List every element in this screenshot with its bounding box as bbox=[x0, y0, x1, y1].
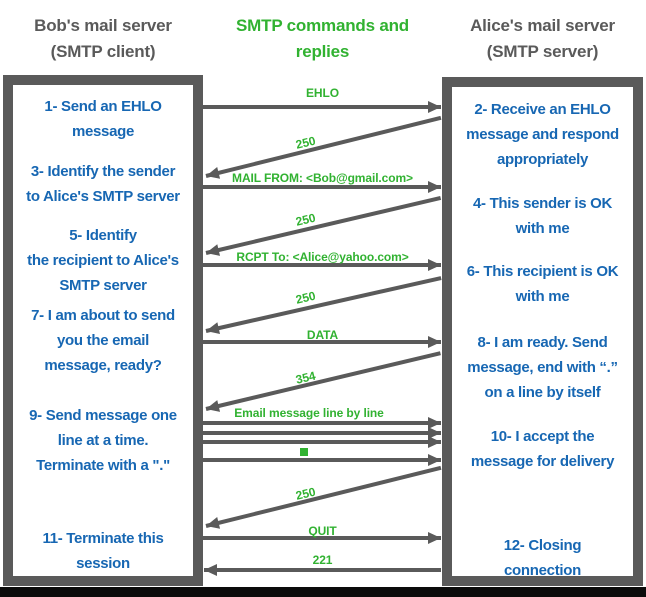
arrow-email-line-1 bbox=[203, 417, 441, 429]
arrow-mail-from-request bbox=[203, 181, 441, 193]
client-step-7: 7- I am about to send you the email mess… bbox=[31, 307, 175, 374]
bottom-border-bar bbox=[0, 587, 646, 597]
arrow-354-reply bbox=[205, 351, 441, 411]
arrow-email-line-2 bbox=[203, 427, 441, 439]
arrow-data-request bbox=[203, 336, 441, 348]
arrow-250-reply-2 bbox=[205, 196, 442, 255]
client-step-9: 9- Send message one line at a time. Term… bbox=[29, 407, 177, 474]
server-step-2: 2- Receive an EHLO message and respond a… bbox=[466, 101, 619, 168]
server-step-4: 4- This sender is OK with me bbox=[472, 195, 613, 237]
client-step-3: 3- Identify the sender to Alice's SMTP s… bbox=[26, 163, 180, 205]
arrow-quit-request bbox=[203, 532, 441, 544]
client-step-11: 11- Terminate this session bbox=[42, 530, 164, 572]
client-step-1: 1- Send an EHLO message bbox=[44, 98, 162, 140]
client-column-title: Bob's mail server (SMTP client) bbox=[34, 16, 172, 61]
client-box: 1- Send an EHLO message 3- Identify the … bbox=[3, 75, 203, 586]
server-step-8: 8- I am ready. Send message, end with “.… bbox=[467, 334, 618, 401]
label-email-lines: Email message line by line bbox=[234, 406, 384, 420]
label-221: 221 bbox=[312, 553, 333, 567]
client-step-5: 5- Identify the recipient to Alice's SMT… bbox=[27, 227, 179, 294]
label-ehlo: EHLO bbox=[306, 86, 339, 100]
server-box: 2- Receive an EHLO message and respond a… bbox=[442, 77, 643, 586]
label-quit: QUIT bbox=[308, 524, 337, 538]
label-data: DATA bbox=[306, 328, 339, 342]
arrow-ehlo-request bbox=[203, 101, 441, 113]
server-step-12: 12- Closing connection bbox=[503, 537, 582, 579]
label-mail-from: MAIL FROM: <Bob@gmail.com> bbox=[232, 171, 413, 185]
arrow-221-reply bbox=[204, 564, 441, 576]
server-step-6: 6- This recipient is OK with me bbox=[466, 263, 619, 305]
arrow-250-reply-1 bbox=[205, 115, 442, 178]
arrow-250-reply-3 bbox=[205, 276, 442, 333]
center-column-title: SMTP commands and replies bbox=[236, 16, 409, 61]
server-column-title: Alice's mail server (SMTP server) bbox=[470, 16, 615, 61]
arrow-email-line-3 bbox=[203, 436, 441, 448]
arrow-250-reply-4 bbox=[205, 465, 442, 528]
dot-terminator-marker bbox=[300, 448, 308, 456]
label-rcpt-to: RCPT To: <Alice@yahoo.com> bbox=[236, 250, 409, 264]
arrow-email-line-dot bbox=[203, 454, 441, 466]
arrow-rcpt-to-request bbox=[203, 259, 441, 271]
server-step-10: 10- I accept the message for delivery bbox=[470, 428, 615, 470]
